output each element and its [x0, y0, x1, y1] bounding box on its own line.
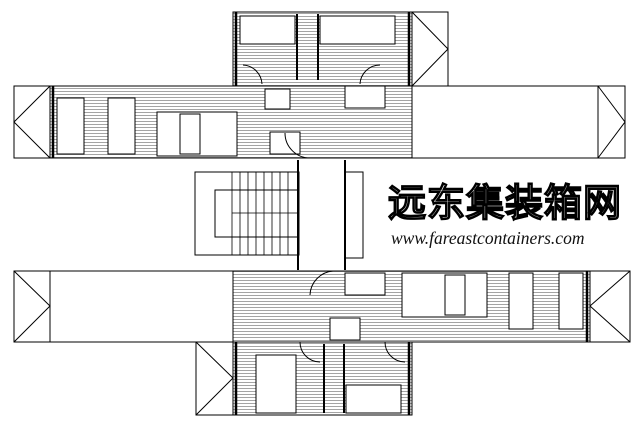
bottom-bedroom-container [195, 341, 413, 416]
top-right-long-terrace [13, 85, 626, 159]
watermark-brand-chinese: 远东集装箱网 [387, 180, 623, 225]
top-right-terrace [411, 11, 449, 87]
watermark-url: www.fareastcontainers.com [391, 228, 585, 248]
top-main-container [49, 85, 413, 159]
bottom-main-container [13, 270, 631, 343]
stair-core [194, 160, 364, 270]
top-bedroom-container [232, 11, 413, 87]
